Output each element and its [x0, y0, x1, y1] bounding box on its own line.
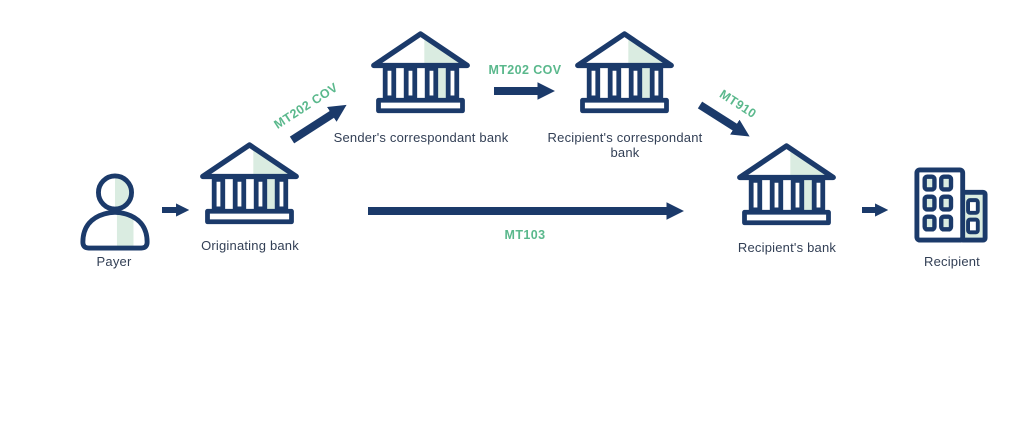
senders-correspondent-bank-icon: [368, 29, 473, 121]
recipients-bank-label: Recipient's bank: [737, 240, 837, 255]
recipient-building-icon: [913, 166, 989, 244]
senders-correspondent-bank-label: Sender's correspondant bank: [333, 130, 509, 145]
originating-bank-label: Originating bank: [201, 238, 299, 253]
recipients-bank-icon: [734, 141, 839, 233]
recipient-label: Recipient: [924, 254, 980, 269]
recipients-correspondent-bank-icon: [572, 29, 677, 121]
originating-bank-icon: [197, 140, 302, 232]
mt202-cov-leg1-label: MT202 COV: [271, 80, 341, 132]
recipients-correspondent-bank-label: Recipient's correspondant bank: [547, 130, 703, 161]
payer-person-icon: [78, 172, 152, 252]
mt910-label: MT910: [717, 86, 759, 122]
payer-label: Payer: [96, 254, 132, 269]
mt103-label: MT103: [504, 228, 546, 242]
mt202-cov-leg2-label: MT202 COV: [488, 63, 562, 77]
